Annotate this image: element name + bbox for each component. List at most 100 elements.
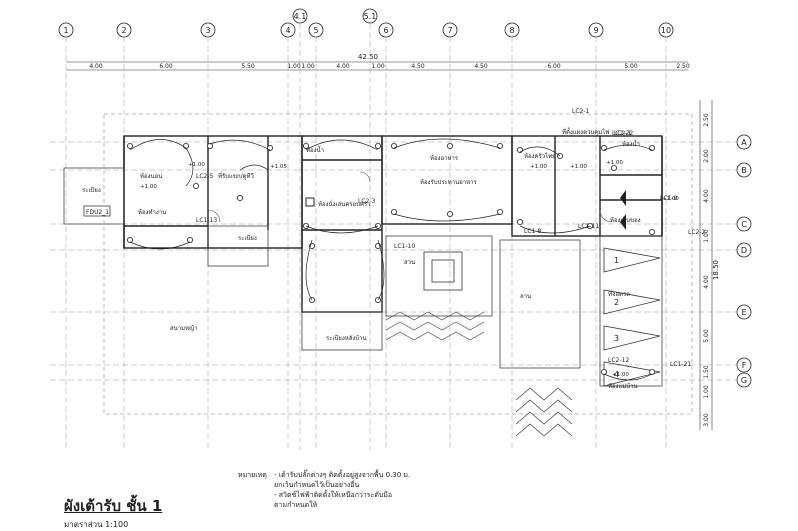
ramp-chevrons	[385, 311, 573, 437]
room-label-r15: ที่จอดรถ	[608, 290, 630, 298]
outlet-symbol	[206, 142, 213, 149]
col-dim: 2.50	[676, 63, 690, 70]
grid-row-label: D	[741, 246, 747, 255]
outlet-symbol	[302, 142, 309, 149]
room-label-r17: ห้องน้ำ	[622, 138, 640, 148]
grid-col-label: 9	[593, 26, 598, 35]
height-label: +1.00	[530, 164, 547, 170]
circuit-label: LC2-5	[196, 173, 214, 180]
grid-row-label: C	[741, 220, 747, 229]
height-label: +1.00	[188, 162, 205, 168]
outlet-symbol	[601, 368, 608, 375]
parking-number: 3	[614, 334, 619, 343]
room-label-r7: ห้องครัวไทย	[524, 152, 556, 160]
room-label-r13: สวน	[404, 259, 415, 266]
room-label-r8: ห้องอาหาร	[430, 155, 459, 162]
col-dim: 4.50	[411, 63, 425, 70]
room-label-r4: ห้องน้ำ	[306, 144, 324, 154]
row-dim: 5.00	[703, 329, 710, 343]
grid-col-label: 4	[285, 26, 290, 35]
outlet-symbols	[127, 142, 656, 375]
outlet-symbol	[192, 182, 199, 189]
wiring-arcs	[129, 138, 653, 381]
outlet-symbol	[611, 164, 618, 171]
row-dim: 1.00	[703, 385, 710, 399]
outlet-symbol	[517, 218, 524, 225]
parking-number: 1	[614, 256, 619, 265]
circuit-label: LC2-1	[614, 130, 632, 137]
room-label-r11: ระเบียงหลังบ้าน	[326, 334, 367, 342]
room-label-r14: ลาน	[520, 293, 531, 300]
overall-dimension: 42.50	[358, 53, 378, 61]
row-dim: 4.00	[703, 275, 710, 289]
circuit-labels: LC2-1LC2-22LC2-5LC1-13LC2-3LC1-10LC1-8LC…	[196, 108, 706, 368]
grid-col-label: 4.1	[294, 12, 307, 21]
parking-number: 2	[614, 298, 619, 307]
room-label-r6: ห้องรับประทานอาหาร	[420, 179, 477, 186]
grid-col-label: 3	[205, 26, 210, 35]
col-dim: 4.50	[474, 63, 488, 70]
outlet-symbol	[186, 236, 193, 243]
switch-marks	[305, 190, 626, 230]
row-dim: 4.00	[703, 189, 710, 203]
circuit-label: LC1-10	[394, 243, 415, 250]
col-dim: 5.50	[241, 63, 255, 70]
top-dimension-line	[66, 61, 688, 71]
col-dim: 1.00	[287, 63, 301, 70]
parking-bay	[603, 289, 661, 315]
garden-feature	[423, 251, 463, 291]
room-labels: ห้องนอนห้องทำงานที่รับแขก/ดูทีวีห้องน้ำห…	[82, 138, 641, 390]
height-label: +1.00	[570, 164, 587, 170]
note-line-2: ยกเว้นกำหนดไว้เป็นอย่างอื่น	[274, 481, 360, 489]
circuit-label: LC1-21	[670, 361, 691, 368]
room-label-r5: ห้องนั่งเล่นครอบครัว	[318, 200, 371, 208]
circuit-label: LC1-11	[578, 223, 599, 230]
outlet-symbol	[496, 208, 503, 215]
height-label: +1.00	[612, 372, 629, 378]
col-dim: 1.00	[301, 63, 315, 70]
grid-col-label: 1	[63, 26, 68, 35]
col-dim: 5.00	[624, 63, 638, 70]
outlet-symbol	[390, 208, 397, 215]
row-dim: 1.00	[703, 229, 710, 243]
height-label: +1.05	[270, 164, 287, 170]
grid-row-label: B	[741, 166, 747, 175]
room-label-r9: ระเบียง	[238, 234, 257, 242]
outlet-symbol	[127, 236, 134, 243]
grid-col-label: 8	[509, 26, 514, 35]
outlet-symbol	[127, 142, 134, 149]
notes-block: หมายเหตุ - เต้ารับปลั๊กต่างๆ ติดตั้งอยู่…	[238, 470, 410, 509]
notes-heading: หมายเหตุ	[238, 471, 267, 479]
parking-bay	[603, 325, 661, 351]
grid-col-label: 5	[313, 26, 318, 35]
drawing-scale: มาตราส่วน 1:100	[64, 520, 129, 529]
height-label: +1.00	[662, 196, 679, 202]
outlet-symbol	[236, 194, 243, 201]
drawing-title: ผังเต้ารับ ชั้น 1	[64, 497, 163, 515]
grid-col-label: 5.1	[364, 12, 377, 21]
panel-note: ที่ตั้งแผงควบคุมไฟ	[562, 126, 610, 136]
circuit-label: LC2-3	[358, 198, 376, 205]
grid-row-label: A	[741, 138, 747, 147]
col-dim: 6.00	[547, 63, 561, 70]
col-dim: 4.00	[89, 63, 103, 70]
grid-col-label: 10	[661, 26, 671, 35]
outlet-symbol	[446, 142, 453, 149]
grid-row-label: G	[741, 376, 747, 385]
circuit-label: LC2-22	[612, 130, 633, 137]
room-label-r12: สนามหญ้า	[170, 325, 198, 332]
col-dim: 1.00	[371, 63, 385, 70]
note-line-1: - เต้ารับปลั๊กต่างๆ ติดตั้งอยู่สูงจากพื้…	[274, 471, 411, 479]
grid-row-label: F	[742, 361, 747, 370]
outlet-symbol	[649, 368, 656, 375]
right-dimension-line	[699, 100, 713, 430]
title-block: ผังเต้ารับ ชั้น 1 มาตราส่วน 1:100	[64, 494, 162, 531]
grid-col-label: 2	[121, 26, 126, 35]
height-label: +1.00	[606, 160, 623, 166]
row-dim: 1.50	[703, 365, 710, 379]
row-dim: 2.00	[703, 149, 710, 163]
